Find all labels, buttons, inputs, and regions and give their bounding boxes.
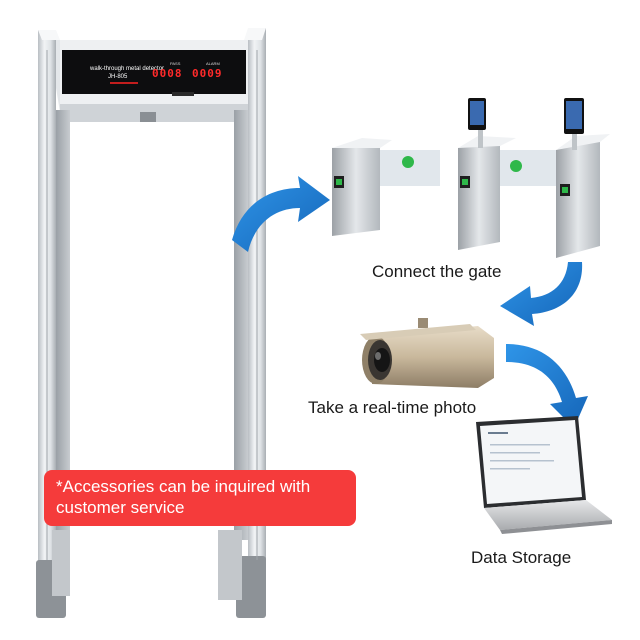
security-camera (360, 318, 494, 388)
arrow-to-gate (232, 176, 330, 252)
alarm-counter: 0009 (192, 67, 223, 80)
arrow-to-camera (500, 262, 583, 326)
caption-data-storage: Data Storage (471, 548, 572, 567)
turnstile-gates (332, 98, 610, 258)
detector-brand-label: walk-through metal detector (90, 66, 165, 72)
laptop (476, 416, 612, 534)
pass-counter: 0008 (152, 67, 183, 80)
detector-display-panel (62, 50, 246, 94)
caption-connect-gate: Connect the gate (372, 262, 502, 281)
caption-real-time-photo: Take a real-time photo (308, 398, 477, 417)
pass-label: PASS (170, 61, 181, 66)
notice-line-2: customer service (56, 498, 185, 517)
accessories-notice: *Accessories can be inquired with custom… (44, 470, 356, 526)
metal-detector (36, 28, 266, 618)
notice-line-1: *Accessories can be inquired with (56, 477, 311, 496)
alarm-label: ALARM (206, 61, 220, 66)
laptop-screen (480, 420, 582, 504)
arrow-to-laptop (506, 344, 588, 428)
detector-model-label: JH-805 (108, 74, 128, 80)
